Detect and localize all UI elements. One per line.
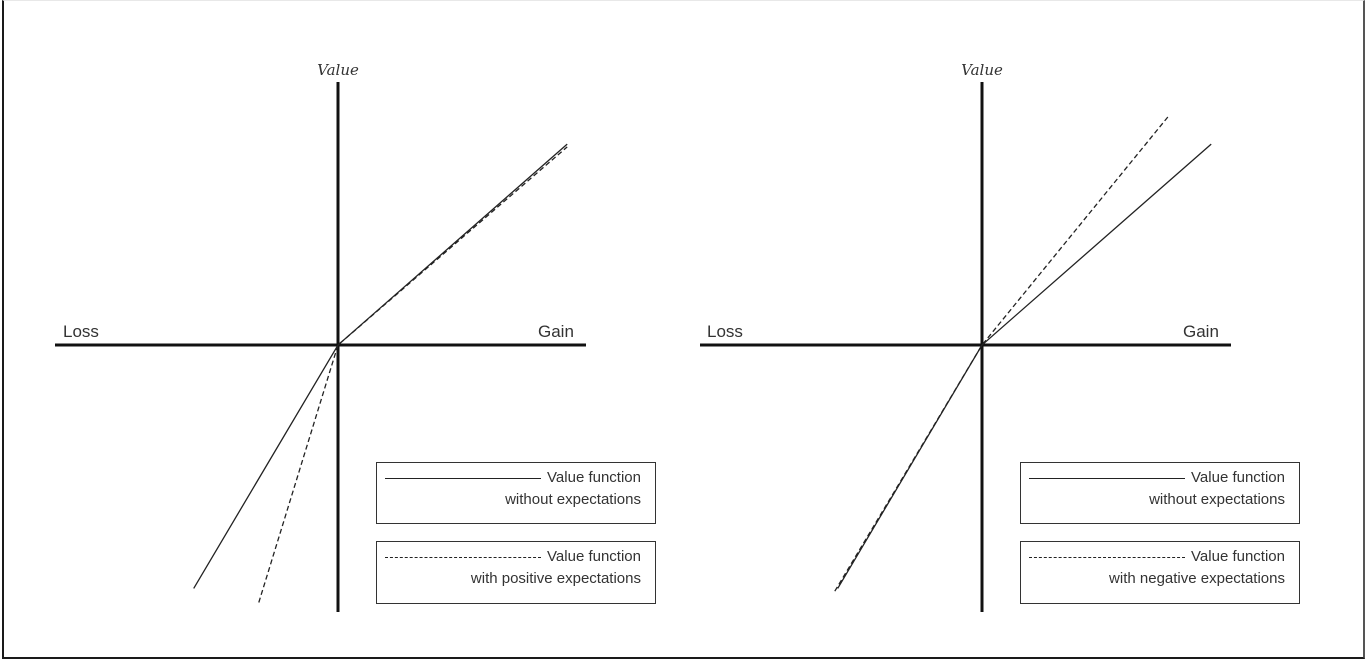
gain-label: Gain: [538, 322, 574, 341]
legend-solid: Value function without expectations: [1020, 462, 1300, 524]
legend-line1: Value function: [1191, 548, 1285, 565]
solid-value-function-line: [837, 143, 1212, 589]
legend-line1: Value function: [547, 469, 641, 486]
legend-line2: with positive expectations: [470, 570, 641, 587]
loss-label: Loss: [63, 322, 99, 341]
legend-dashed: Value function with positive expectation…: [376, 541, 656, 604]
dashed-value-function-line: [258, 146, 568, 603]
legend-line2: with negative expectations: [1109, 570, 1285, 587]
dashed-line-swatch: [1029, 556, 1186, 558]
value-label: Value: [961, 61, 1003, 79]
solid-line-swatch: [1029, 477, 1186, 479]
legend-line1: Value function: [1191, 469, 1285, 486]
legend-line1: Value function: [547, 548, 641, 565]
left-panel: Loss Gain Value: [55, 61, 586, 612]
legend-line2: without expectations: [505, 491, 641, 508]
series-layer: [834, 115, 1212, 592]
legend-line2: without expectations: [1149, 491, 1285, 508]
legend-solid: Value function without expectations: [376, 462, 656, 524]
series-layer: [193, 143, 568, 603]
loss-label: Loss: [707, 322, 743, 341]
dashed-line-swatch: [385, 556, 542, 558]
gain-label: Gain: [1183, 322, 1219, 341]
legend-dashed: Value function with negative expectation…: [1020, 541, 1300, 604]
solid-line-swatch: [385, 477, 542, 479]
solid-value-function-line: [193, 143, 568, 589]
right-panel: Loss Gain Value: [700, 61, 1231, 612]
dashed-value-function-line: [834, 115, 1170, 592]
value-label: Value: [317, 61, 359, 79]
